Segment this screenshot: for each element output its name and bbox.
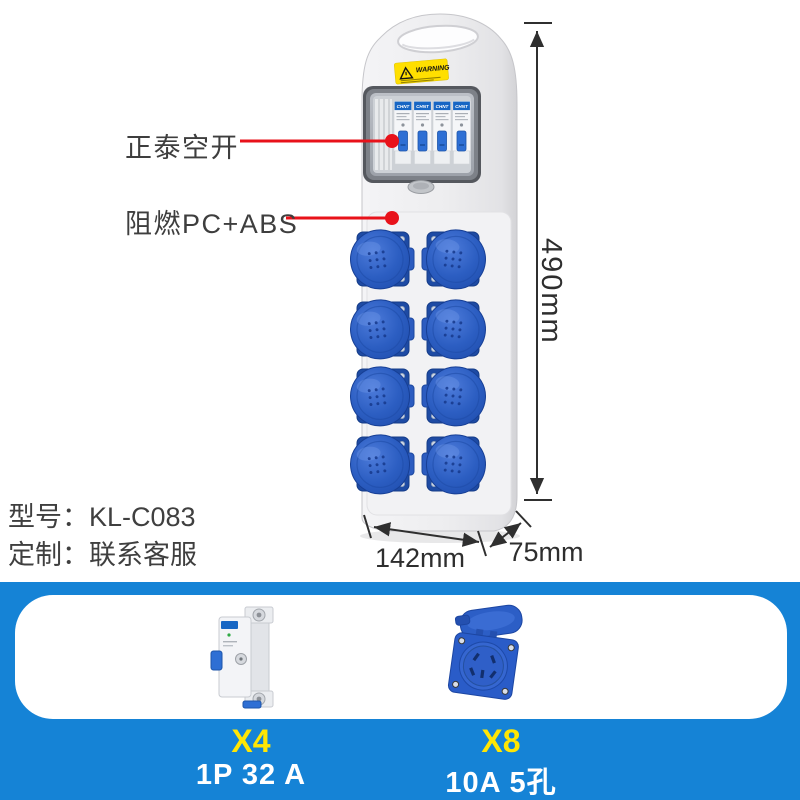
breaker-spec-label: 1P 32 A [195, 759, 307, 791]
warning-text: WARNING [416, 64, 451, 74]
callout-dot-material [385, 211, 399, 225]
socket-quantity-label: X8 [481, 723, 521, 759]
dimension-depth-label: 75mm [508, 537, 584, 567]
spec-item-socket-image [447, 604, 523, 700]
breaker-quantity-label: X4 [231, 723, 271, 759]
breaker-window [363, 86, 481, 194]
callout-material-label: 阻燃PC+ABS [125, 209, 299, 239]
socket-spec-label: 10A 5孔 [445, 767, 557, 799]
callout-dot-breaker [385, 134, 399, 148]
model-number-line: 型号：KL-C083 [8, 498, 197, 536]
callout-lines [240, 139, 392, 220]
dimension-width-label: 142mm [374, 543, 466, 573]
model-number-value: KL-C083 [89, 502, 196, 532]
model-info: 型号：KL-C083 定制：联系客服 [8, 498, 197, 574]
warning-triangle-icon [399, 66, 414, 80]
customization-line: 定制：联系客服 [8, 536, 197, 574]
spec-card [15, 595, 787, 719]
customization-value: 联系客服 [89, 540, 197, 570]
spec-item-breaker-image [210, 606, 274, 709]
warning-label: WARNING [394, 58, 451, 85]
dimension-height-label: 490mm [535, 238, 567, 345]
customization-label: 定制： [8, 540, 89, 570]
model-number-label: 型号： [8, 502, 89, 532]
distribution-box-illustration: CHNT [240, 13, 552, 557]
dimension-lines [363, 22, 552, 557]
box-handle [397, 24, 479, 54]
spec-section: X4 X8 1P 32 A 10A 5孔 [0, 582, 800, 800]
callout-breaker-label: 正泰空开 [125, 133, 239, 163]
